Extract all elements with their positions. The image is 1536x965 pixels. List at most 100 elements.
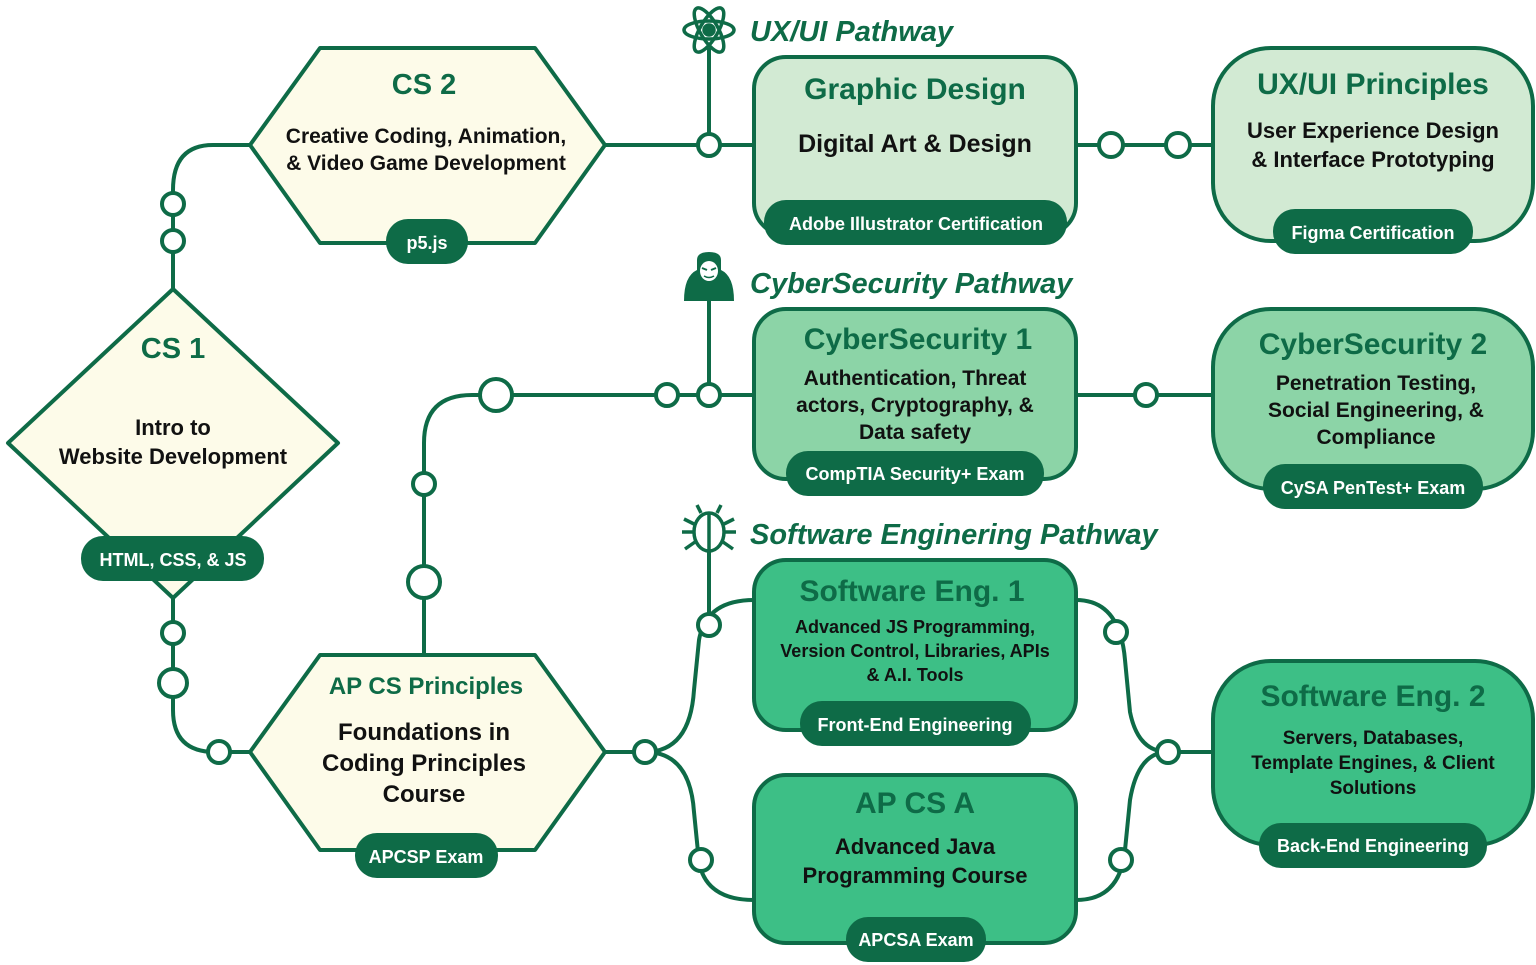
- course-node-cybersecurity-2[interactable]: CyberSecurity 2 Penetration Testing, Soc…: [1211, 307, 1535, 509]
- connector-dot: [1108, 847, 1134, 873]
- node-desc-line: & Interface Prototyping: [1251, 147, 1494, 172]
- node-desc-line: Foundations in: [338, 719, 510, 746]
- connector-dot: [406, 564, 442, 600]
- certification-badge: Back-End Engineering: [1277, 836, 1469, 856]
- course-node-cs1[interactable]: CS 1 Intro to Website Development HTML, …: [6, 287, 340, 600]
- line-swe1-merge: [1075, 598, 1169, 754]
- node-desc-line: Penetration Testing,: [1276, 372, 1476, 395]
- pathway-label-ux: UX/UI Pathway: [750, 16, 955, 48]
- connector-dots: [157, 131, 1192, 873]
- node-shape: [6, 287, 340, 600]
- connector-dot: [696, 382, 722, 408]
- course-node-software-eng-1[interactable]: Software Eng. 1 Advanced JS Programming,…: [752, 558, 1078, 746]
- node-desc-line: Compliance: [1316, 426, 1435, 449]
- course-node-graphic-design[interactable]: Graphic Design Digital Art & Design Adob…: [752, 55, 1078, 245]
- certification-badge: Adobe Illustrator Certification: [789, 214, 1043, 234]
- certification-badge: Front-End Engineering: [818, 715, 1013, 735]
- certification-badge: APCSP Exam: [369, 847, 484, 867]
- certification-badge: CySA PenTest+ Exam: [1281, 478, 1466, 498]
- connector-dot: [696, 132, 722, 158]
- node-title: CyberSecurity 2: [1259, 328, 1487, 361]
- node-desc-line: Intro to: [135, 415, 211, 440]
- node-desc-line: User Experience Design: [1247, 118, 1499, 143]
- connector-dot: [1103, 619, 1129, 645]
- node-desc-line: Solutions: [1330, 778, 1417, 799]
- node-desc-line: Template Engines, & Client: [1251, 753, 1495, 774]
- node-title: Graphic Design: [804, 73, 1026, 106]
- pathway-label-software: Software Enginering Pathway: [750, 519, 1160, 551]
- node-desc-line: Advanced Java: [835, 834, 996, 859]
- node-desc-line: Servers, Databases,: [1283, 728, 1464, 749]
- node-shape: [248, 653, 607, 852]
- node-title: CS 2: [392, 69, 456, 101]
- node-desc-line: Course: [383, 781, 466, 808]
- certification-badge: HTML, CSS, & JS: [99, 550, 246, 570]
- connector-dot: [411, 471, 437, 497]
- node-desc-line: Coding Principles: [322, 750, 526, 777]
- node-title: AP CS Principles: [329, 673, 523, 700]
- node-title: CS 1: [141, 333, 205, 365]
- node-title: Software Eng. 2: [1260, 680, 1485, 713]
- line-apcsa-merge: [1075, 750, 1169, 902]
- connector-dot: [688, 847, 714, 873]
- connector-dot: [1155, 739, 1181, 765]
- course-node-apcsp[interactable]: AP CS Principles Foundations in Coding P…: [248, 653, 607, 878]
- badge-background: [846, 917, 986, 962]
- course-node-cs2[interactable]: CS 2 Creative Coding, Animation, & Video…: [248, 46, 607, 264]
- node-title: CyberSecurity 1: [804, 323, 1032, 356]
- connector-dot: [1164, 131, 1192, 159]
- badge-background: [1273, 209, 1473, 254]
- node-desc-line: & A.I. Tools: [867, 665, 964, 685]
- node-desc-line: Social Engineering, &: [1268, 399, 1484, 422]
- atom-icon: [682, 6, 736, 54]
- connector-dot: [632, 739, 658, 765]
- pathway-label-cyber: CyberSecurity Pathway: [750, 268, 1074, 300]
- line-apcsp-cyber1: [422, 393, 754, 655]
- hacker-icon: [684, 252, 734, 301]
- node-title: UX/UI Principles: [1257, 68, 1489, 101]
- badge-background: [1259, 823, 1487, 868]
- badge-background: [355, 833, 498, 878]
- connector-dot: [1097, 131, 1125, 159]
- badge-background: [1263, 464, 1483, 509]
- connector-dot: [160, 620, 186, 646]
- node-desc-line: Creative Coding, Animation,: [286, 125, 566, 148]
- node-desc-line: & Video Game Development: [286, 152, 566, 175]
- node-desc-line: actors, Cryptography, &: [796, 394, 1034, 417]
- node-desc-line: Version Control, Libraries, APIs: [780, 641, 1049, 661]
- connector-dot: [696, 612, 722, 638]
- certification-badge: Figma Certification: [1291, 223, 1454, 243]
- badge-background: [764, 200, 1067, 245]
- connector-dot: [1133, 382, 1159, 408]
- node-desc-line: Authentication, Threat: [804, 367, 1027, 390]
- connector-dot: [206, 739, 232, 765]
- node-title: Software Eng. 1: [799, 575, 1024, 608]
- line-cs1-cs2: [171, 143, 250, 288]
- node-desc-line: Website Development: [59, 444, 288, 469]
- badge-background: [81, 536, 264, 581]
- node-desc-line: Data safety: [859, 421, 971, 444]
- badge-background: [800, 701, 1031, 746]
- line-split-apcsa: [644, 750, 755, 902]
- node-desc-line: Advanced JS Programming,: [795, 617, 1035, 637]
- node-desc-line: Programming Course: [803, 863, 1028, 888]
- course-node-cybersecurity-1[interactable]: CyberSecurity 1 Authentication, Threat a…: [752, 307, 1078, 496]
- connector-dot: [157, 667, 189, 699]
- course-node-uxui-principles[interactable]: UX/UI Principles User Experience Design …: [1211, 46, 1535, 254]
- course-node-software-eng-2[interactable]: Software Eng. 2 Servers, Databases, Temp…: [1211, 659, 1535, 868]
- certification-badge: CompTIA Security+ Exam: [806, 464, 1025, 484]
- bug-icon: [682, 504, 736, 553]
- node-title: AP CS A: [855, 787, 975, 820]
- course-node-apcsa[interactable]: AP CS A Advanced Java Programming Course…: [752, 773, 1078, 962]
- connector-dot: [160, 228, 186, 254]
- node-desc-line: Digital Art & Design: [798, 130, 1032, 158]
- connector-dot: [654, 382, 680, 408]
- badge-background: [386, 219, 468, 264]
- certification-badge: APCSA Exam: [858, 930, 973, 950]
- badge-background: [786, 451, 1044, 496]
- line-split-swe1: [644, 598, 755, 754]
- node-shape: [248, 46, 607, 245]
- connector-dot: [160, 191, 186, 217]
- connector-dot: [478, 377, 514, 413]
